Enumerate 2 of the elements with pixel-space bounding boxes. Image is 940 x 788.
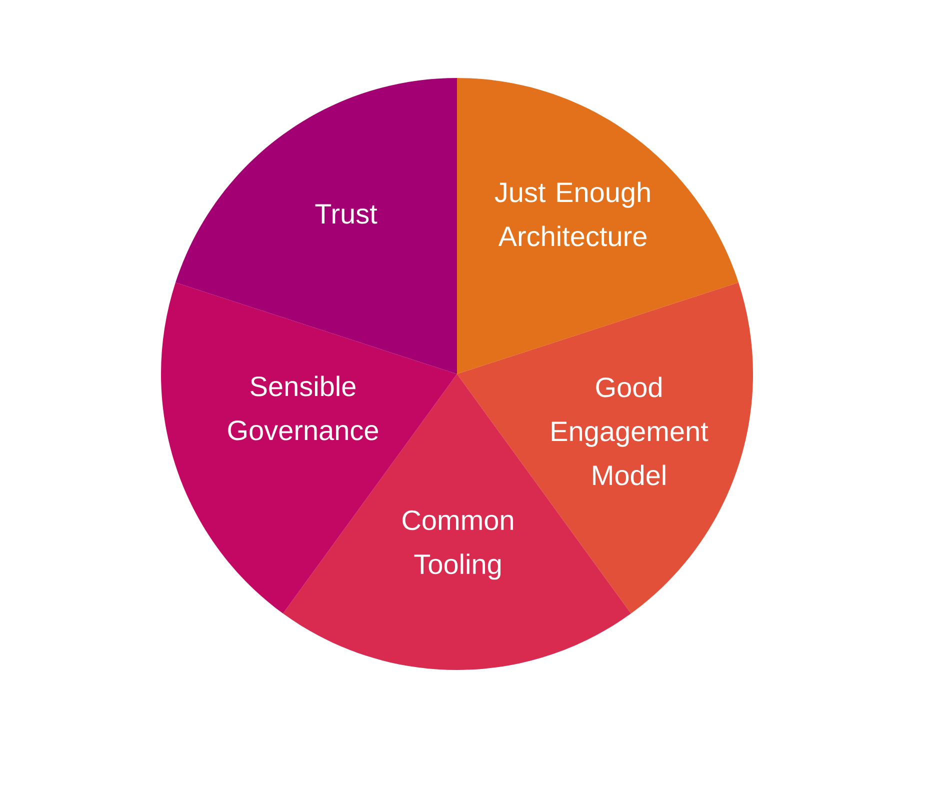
pie-slice: Just Enough Architecture (457, 78, 739, 374)
pie-slice: Trust (176, 78, 457, 374)
